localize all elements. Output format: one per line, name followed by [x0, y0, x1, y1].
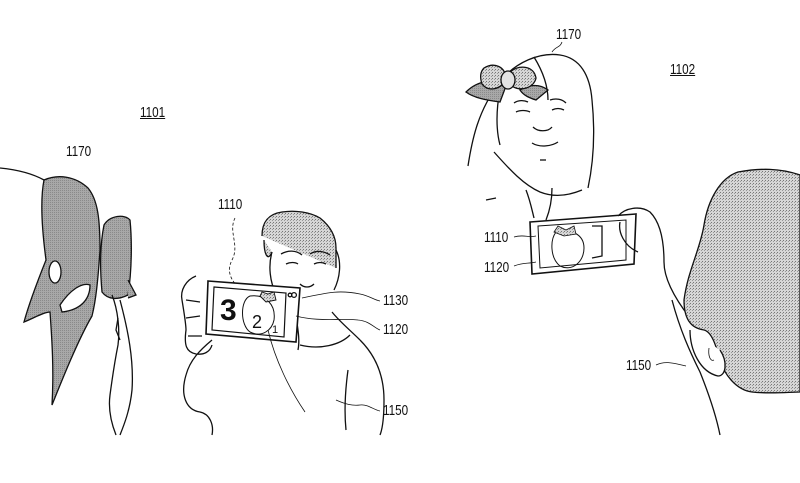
panel-label-1101: 1101	[140, 104, 166, 121]
countdown-3: 3	[220, 294, 237, 327]
user-head-1150	[683, 168, 800, 394]
panel-1101	[0, 167, 385, 436]
panel-1102	[465, 41, 721, 436]
ref-1120-preview: 1120	[383, 321, 409, 338]
phone-device-1110-b	[529, 213, 637, 275]
ref-1120-preview-b: 1120	[484, 259, 510, 276]
ref-1150-user: 1150	[383, 402, 409, 419]
ref-1110-display-b: 1110	[484, 229, 509, 246]
panel-label-1102: 1102	[670, 61, 696, 78]
ref-1170-sticker: 1170	[66, 143, 92, 160]
dolphin-sticker-1170	[23, 176, 137, 406]
countdown-1: 1	[272, 324, 279, 336]
ref-1130-camera: 1130	[383, 292, 409, 309]
phone-device-1110	[205, 280, 301, 343]
ref-1110-display: 1110	[218, 196, 243, 213]
ref-1170-sticker-b: 1170	[556, 26, 582, 43]
countdown-2: 2	[252, 312, 263, 332]
ref-1150-user-b: 1150	[626, 357, 652, 374]
bow-sticker-1170	[465, 64, 550, 103]
